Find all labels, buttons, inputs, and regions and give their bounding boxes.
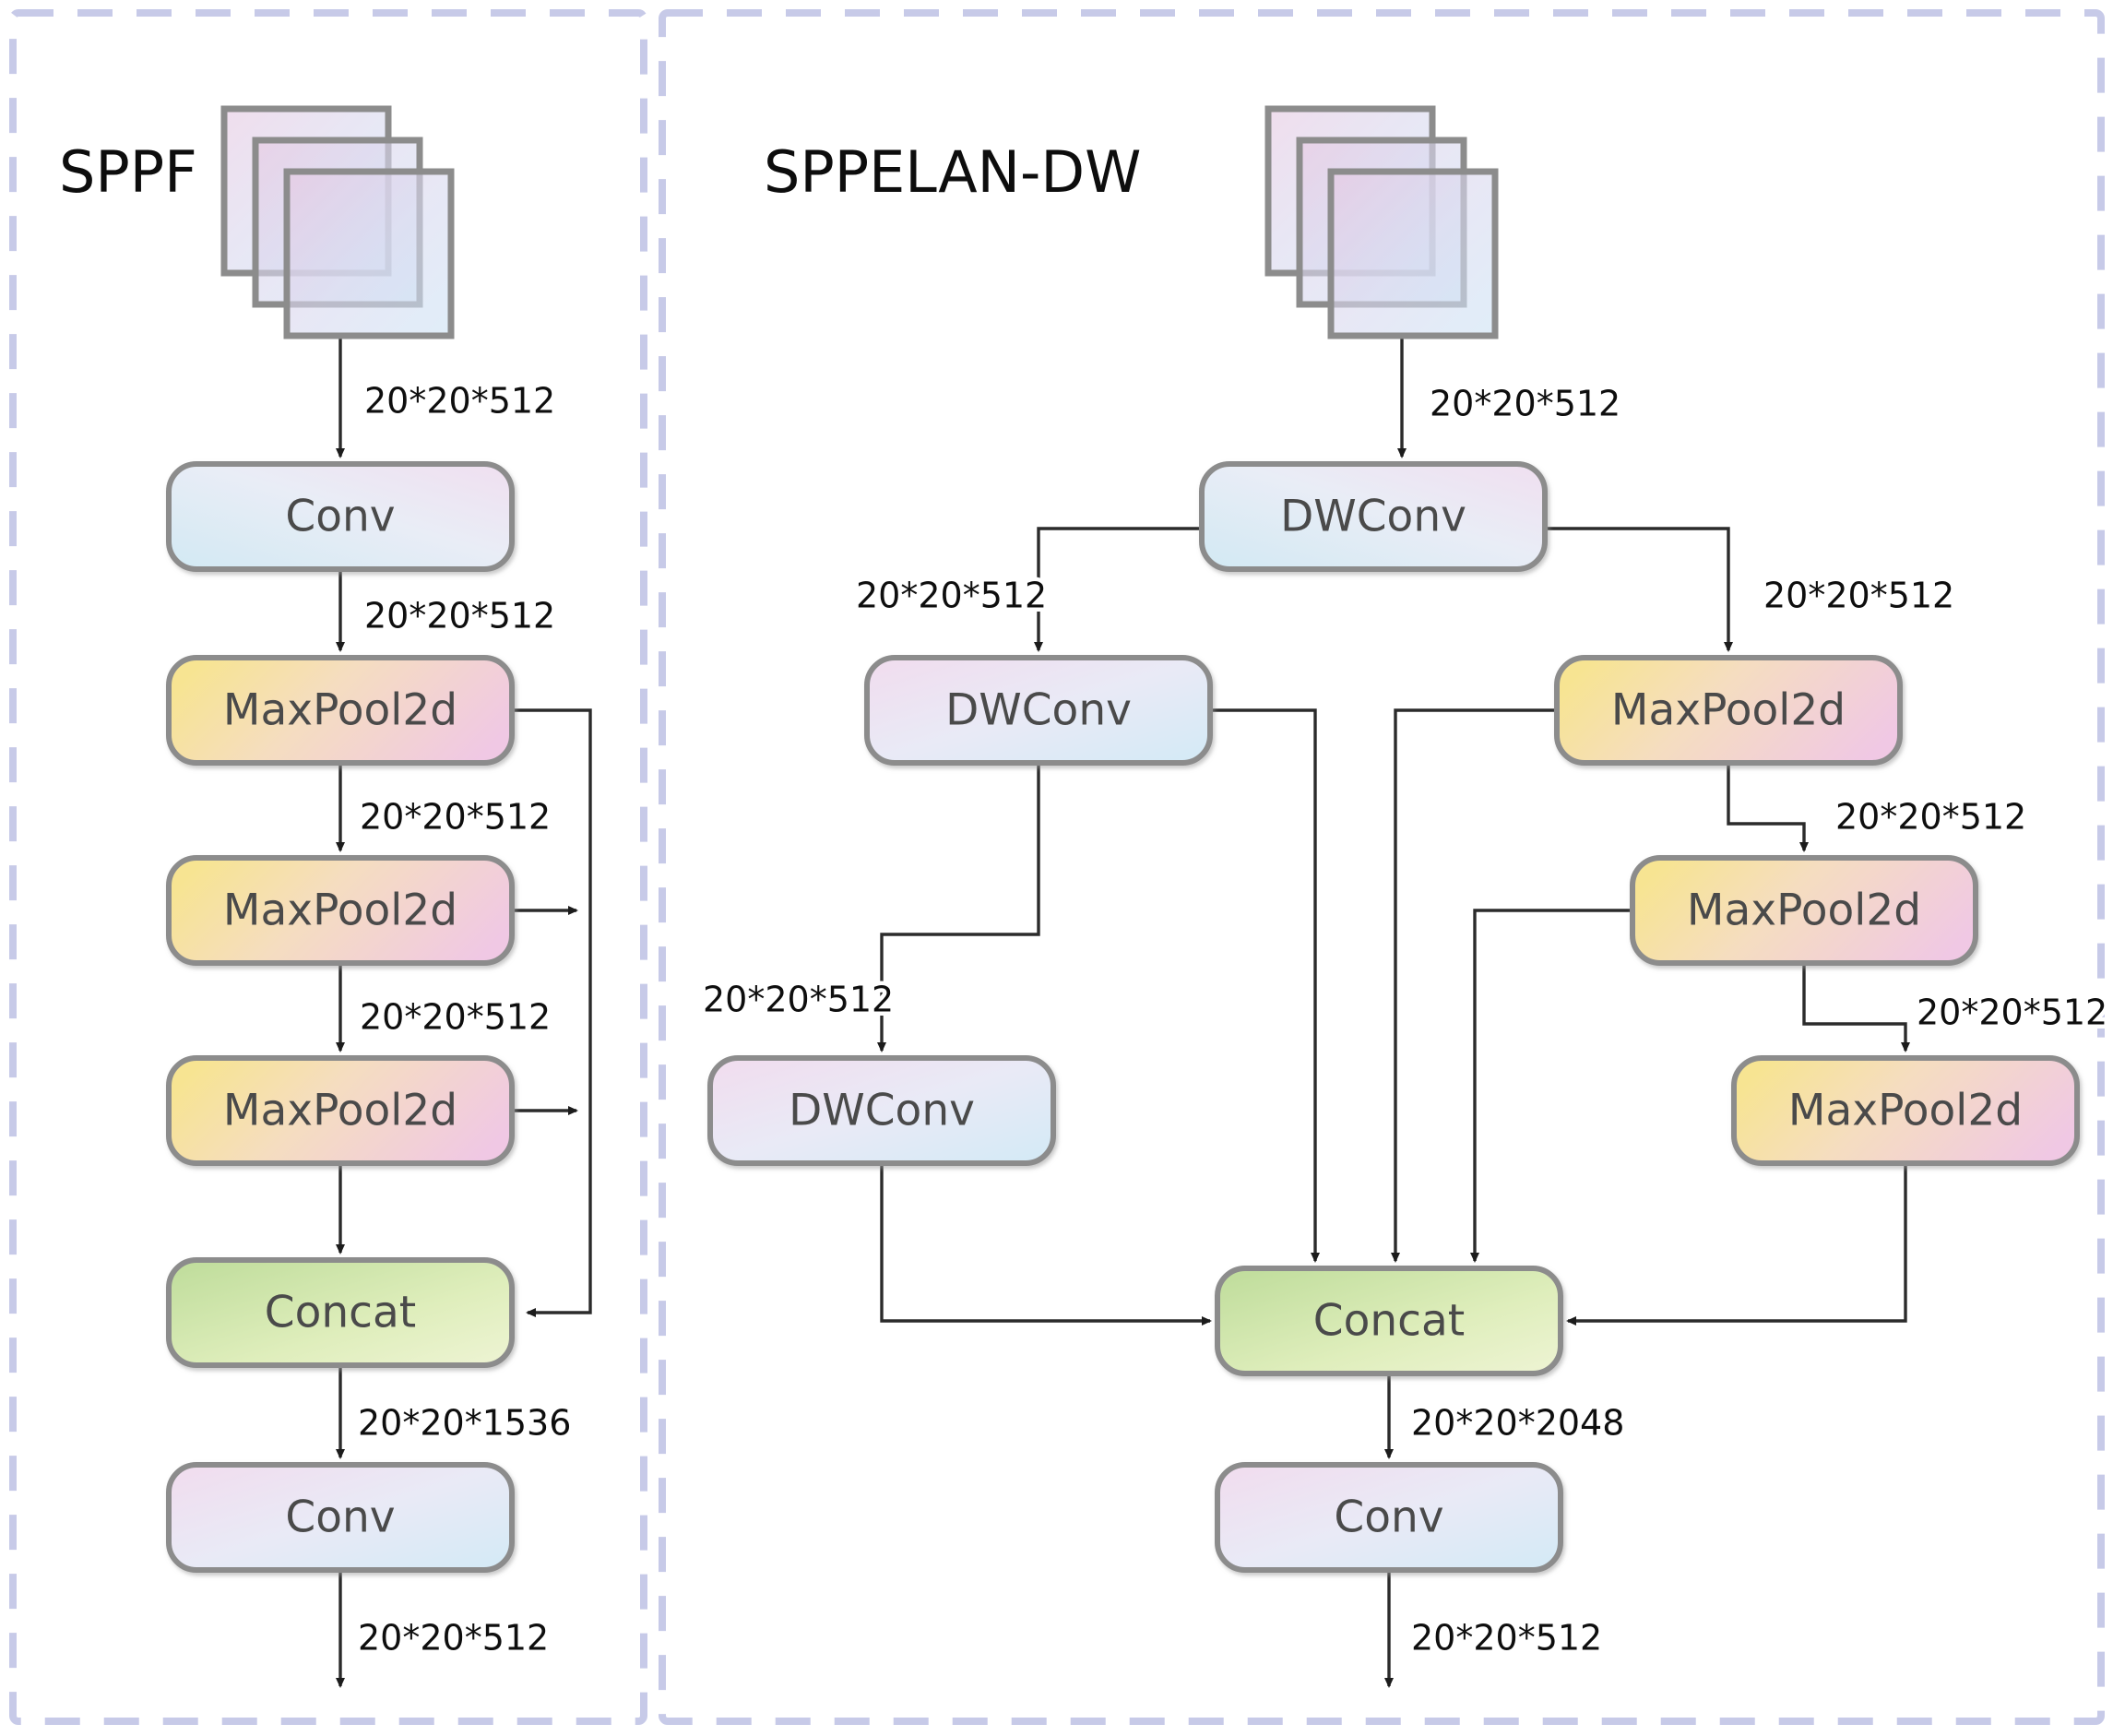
edge-label-e-dw-right: 20*20*512 [1763, 576, 1954, 616]
edge-label-e-mp-r1-r2: 20*20*512 [1835, 797, 2026, 838]
edge-label-halo: 20*20*512 [856, 576, 1047, 616]
edge-label-e-sppf-1: 20*20*512 [364, 596, 555, 636]
edge-label-e-dw-in: 20*20*512 [1430, 384, 1620, 424]
node-box [166, 1257, 515, 1368]
edge-label-halo: 20*20*512 [1430, 384, 1620, 424]
node-sppf-mp1: MaxPool2d [166, 655, 515, 766]
edge-label-e-sppf-in: 20*20*512 [364, 381, 555, 422]
node-label: Conv [285, 492, 395, 542]
node-dw-bot: DWConv [707, 1055, 1056, 1166]
edge-e-mpr3-cc [1566, 1163, 1907, 1326]
node-label: MaxPool2d [1611, 685, 1846, 736]
node-label: MaxPool2d [1788, 1086, 2023, 1136]
node-box [1630, 855, 1978, 966]
node-box [166, 1055, 515, 1166]
panel-frame-sppf [9, 9, 647, 1725]
node-sppf-mp2: MaxPool2d [166, 855, 515, 966]
edge-label-e-dw-left: 20*20*512 [856, 576, 1047, 616]
node-dw-top: DWConv [1199, 461, 1548, 572]
edge-e-mpr1-cc [1391, 708, 1557, 1263]
node-sppf-concat: Concat [166, 1257, 515, 1368]
node-label: MaxPool2d [1687, 886, 1921, 936]
panel-title-sppelan-dw: SPPELAN-DW [764, 138, 1142, 206]
node-label: MaxPool2d [223, 1086, 457, 1136]
edge-e-mp-r1-r2 [1727, 763, 1809, 852]
edge-label-halo: 20*20*1536 [358, 1403, 571, 1444]
node-sppf-conv2: Conv [166, 1462, 515, 1573]
edge-label-e-cc-conv: 20*20*2048 [1411, 1403, 1624, 1444]
node-box [1199, 461, 1548, 572]
edge-label-halo: 20*20*2048 [1411, 1403, 1624, 1444]
edge-label-e-sppf-out: 20*20*512 [358, 1618, 549, 1659]
panel-title-sppf: SPPF [59, 138, 197, 206]
edge-e-sppf-skip1 [512, 708, 592, 1317]
nodes-layer: ConvMaxPool2dMaxPool2dMaxPool2dConcatCon… [166, 461, 2080, 1573]
node-dw-mid: DWConv [864, 655, 1213, 766]
edge-e-dw-left [1034, 527, 1202, 652]
node-box [1215, 1462, 1563, 1573]
edge-label-e-dw-mid-bot: 20*20*512 [703, 980, 894, 1020]
feature-map-layer-2 [283, 168, 455, 339]
edge-label-halo: 20*20*512 [1835, 797, 2026, 838]
node-box [166, 855, 515, 966]
input-feature-stack-1 [1264, 105, 1499, 339]
node-label: MaxPool2d [223, 886, 457, 936]
edge-e-mpr2-cc [1470, 909, 1632, 1263]
node-box [1731, 1055, 2080, 1166]
node-mp-r3: MaxPool2d [1731, 1055, 2080, 1166]
node-box [166, 461, 515, 572]
node-box [166, 655, 515, 766]
node-label: DWConv [1280, 492, 1466, 542]
input-feature-stack-0 [220, 105, 455, 339]
node-mp-r1: MaxPool2d [1554, 655, 1903, 766]
edge-label-halo: 20*20*512 [1917, 993, 2107, 1033]
node-box [1215, 1266, 1563, 1376]
edge-label-halo: 20*20*512 [364, 596, 555, 636]
node-mp-r2: MaxPool2d [1630, 855, 1978, 966]
node-label: Conv [285, 1492, 395, 1543]
edge-label-e-sppf-2: 20*20*512 [360, 797, 551, 838]
edge-label-e-mp-r2-r3: 20*20*512 [1917, 993, 2107, 1033]
node-sppf-mp3: MaxPool2d [166, 1055, 515, 1166]
node-dw-concat: Concat [1215, 1266, 1563, 1376]
edge-label-halo: 20*20*512 [364, 381, 555, 422]
feature-map-layer-2 [1327, 168, 1499, 339]
node-box [166, 1462, 515, 1573]
edge-label-halo: 20*20*512 [1411, 1618, 1602, 1659]
edge-e-dwmid-cc [1210, 708, 1320, 1263]
input-stacks-layer [220, 105, 1499, 339]
edge-e-dw-right [1545, 527, 1733, 652]
edge-label-e-sppf-5: 20*20*1536 [358, 1403, 571, 1444]
panel-frames [9, 9, 2105, 1725]
edge-e-mp-r2-r3 [1802, 963, 1910, 1052]
edge-e-dw-mid-bot [877, 763, 1040, 1052]
node-label: DWConv [789, 1086, 975, 1136]
node-dw-conv-out: Conv [1215, 1462, 1563, 1573]
node-sppf-conv1: Conv [166, 461, 515, 572]
panel-frame-sppelan_dw [659, 9, 2105, 1725]
node-label: Concat [1313, 1296, 1465, 1347]
node-box [1554, 655, 1903, 766]
node-label: Conv [1334, 1492, 1443, 1543]
edge-label-e-sppf-3: 20*20*512 [360, 997, 551, 1038]
edge-label-halo: 20*20*512 [360, 997, 551, 1038]
node-box [707, 1055, 1056, 1166]
edge-label-e-dw-out: 20*20*512 [1411, 1618, 1602, 1659]
edge-label-halo: 20*20*512 [703, 980, 894, 1020]
node-label: DWConv [945, 685, 1132, 736]
edge-label-halo: 20*20*512 [358, 1618, 549, 1659]
edge-label-halo: 20*20*512 [360, 797, 551, 838]
edge-e-dwbot-cc [880, 1163, 1212, 1326]
node-label: Concat [265, 1288, 416, 1338]
edge-labels-layer: 20*20*512 20*20*512 20*20*512 20*20*512 20*2… [354, 376, 2112, 1662]
node-label: MaxPool2d [223, 685, 457, 736]
edges-layer [336, 337, 1910, 1688]
node-box [864, 655, 1213, 766]
edge-label-halo: 20*20*512 [1763, 576, 1954, 616]
